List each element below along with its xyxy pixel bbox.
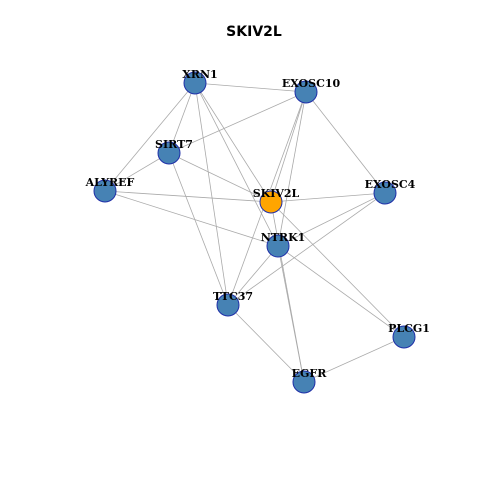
node-ttc37	[216, 293, 240, 317]
edge-xrn1-alyref	[104, 82, 196, 192]
edge-plcg1-egfr	[303, 336, 405, 383]
node-label-plcg1: PLCG1	[388, 322, 430, 335]
edge-sirt7-ttc37	[168, 152, 229, 306]
edge-exosc10-ntrk1	[277, 91, 307, 247]
node-label-ntrk1: NTRK1	[261, 231, 306, 244]
node-exosc10	[294, 80, 318, 104]
edge-alyref-skiv2l	[104, 190, 272, 203]
edge-exosc10-sirt7	[168, 91, 307, 154]
edge-ttc37-egfr	[227, 304, 305, 383]
edge-alyref-ntrk1	[104, 190, 279, 247]
node-label-alyref: ALYREF	[85, 176, 135, 189]
edge-xrn1-ttc37	[194, 82, 229, 306]
node-label-sirt7: SIRT7	[155, 138, 193, 151]
edge-exosc10-exosc4	[305, 91, 386, 194]
node-label-exosc10: EXOSC10	[282, 77, 341, 90]
node-xrn1	[183, 71, 207, 95]
edge-ntrk1-ttc37	[227, 245, 279, 306]
edge-skiv2l-exosc4	[270, 192, 386, 203]
node-plcg1	[392, 325, 416, 349]
node-label-xrn1: XRN1	[182, 68, 217, 81]
graph-title: SKIV2L	[226, 24, 282, 40]
edge-exosc4-ttc37	[227, 192, 386, 306]
edge-exosc10-skiv2l	[270, 91, 307, 203]
edge-ntrk1-egfr	[277, 245, 305, 383]
node-label-exosc4: EXOSC4	[365, 178, 416, 191]
node-exosc4	[373, 181, 397, 205]
edge-sirt7-alyref	[104, 152, 170, 192]
node-label-skiv2l: SKIV2L	[253, 187, 300, 200]
edge-xrn1-exosc10	[194, 82, 307, 93]
node-ntrk1	[266, 234, 290, 258]
edge-layer	[104, 82, 405, 383]
node-sirt7	[157, 141, 181, 165]
edge-ntrk1-plcg1	[277, 245, 405, 338]
edge-sirt7-skiv2l	[168, 152, 272, 203]
node-skiv2l	[259, 190, 283, 214]
node-alyref	[93, 179, 117, 203]
edge-xrn1-sirt7	[168, 82, 196, 154]
node-label-ttc37: TTC37	[213, 290, 253, 303]
edge-exosc4-ntrk1	[277, 192, 386, 247]
node-label-egfr: EGFR	[292, 367, 328, 380]
node-egfr	[292, 370, 316, 394]
edge-xrn1-skiv2l	[194, 82, 272, 203]
edge-skiv2l-plcg1	[270, 201, 405, 338]
edge-xrn1-ntrk1	[194, 82, 279, 247]
node-layer	[93, 71, 416, 394]
